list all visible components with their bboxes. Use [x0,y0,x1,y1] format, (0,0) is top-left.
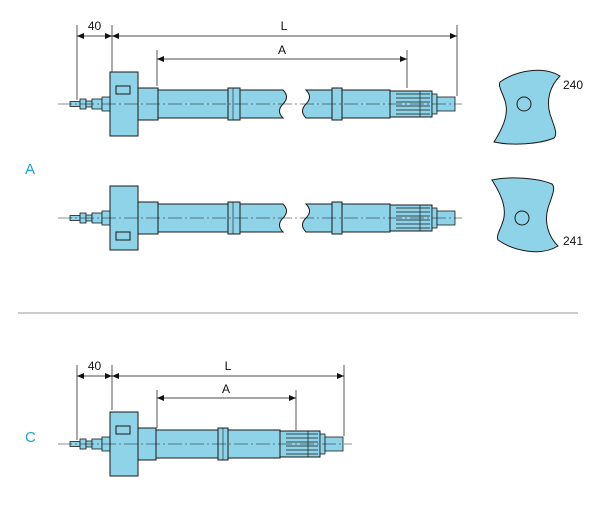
dim-a-a: A [278,43,286,57]
shaft-a-top [57,71,463,137]
cam-profile-241 [491,177,559,253]
dim-c-a: A [222,382,230,396]
section-c: C 40 L A [25,359,353,477]
dim-c-40: 40 [88,359,102,373]
dim-c-l: L [225,359,232,373]
cam-number-241: 241 [563,234,583,248]
section-c-label: C [25,429,36,446]
section-a: A 40 L A [25,19,583,253]
section-a-label: A [25,161,35,178]
dim-a-l: L [281,19,288,33]
dim-a-40: 40 [88,19,102,33]
cam-number-240: 240 [563,78,583,92]
cam-profile-240 [493,69,561,145]
shaft-a-bottom [57,185,463,251]
shaft-c [57,411,353,477]
